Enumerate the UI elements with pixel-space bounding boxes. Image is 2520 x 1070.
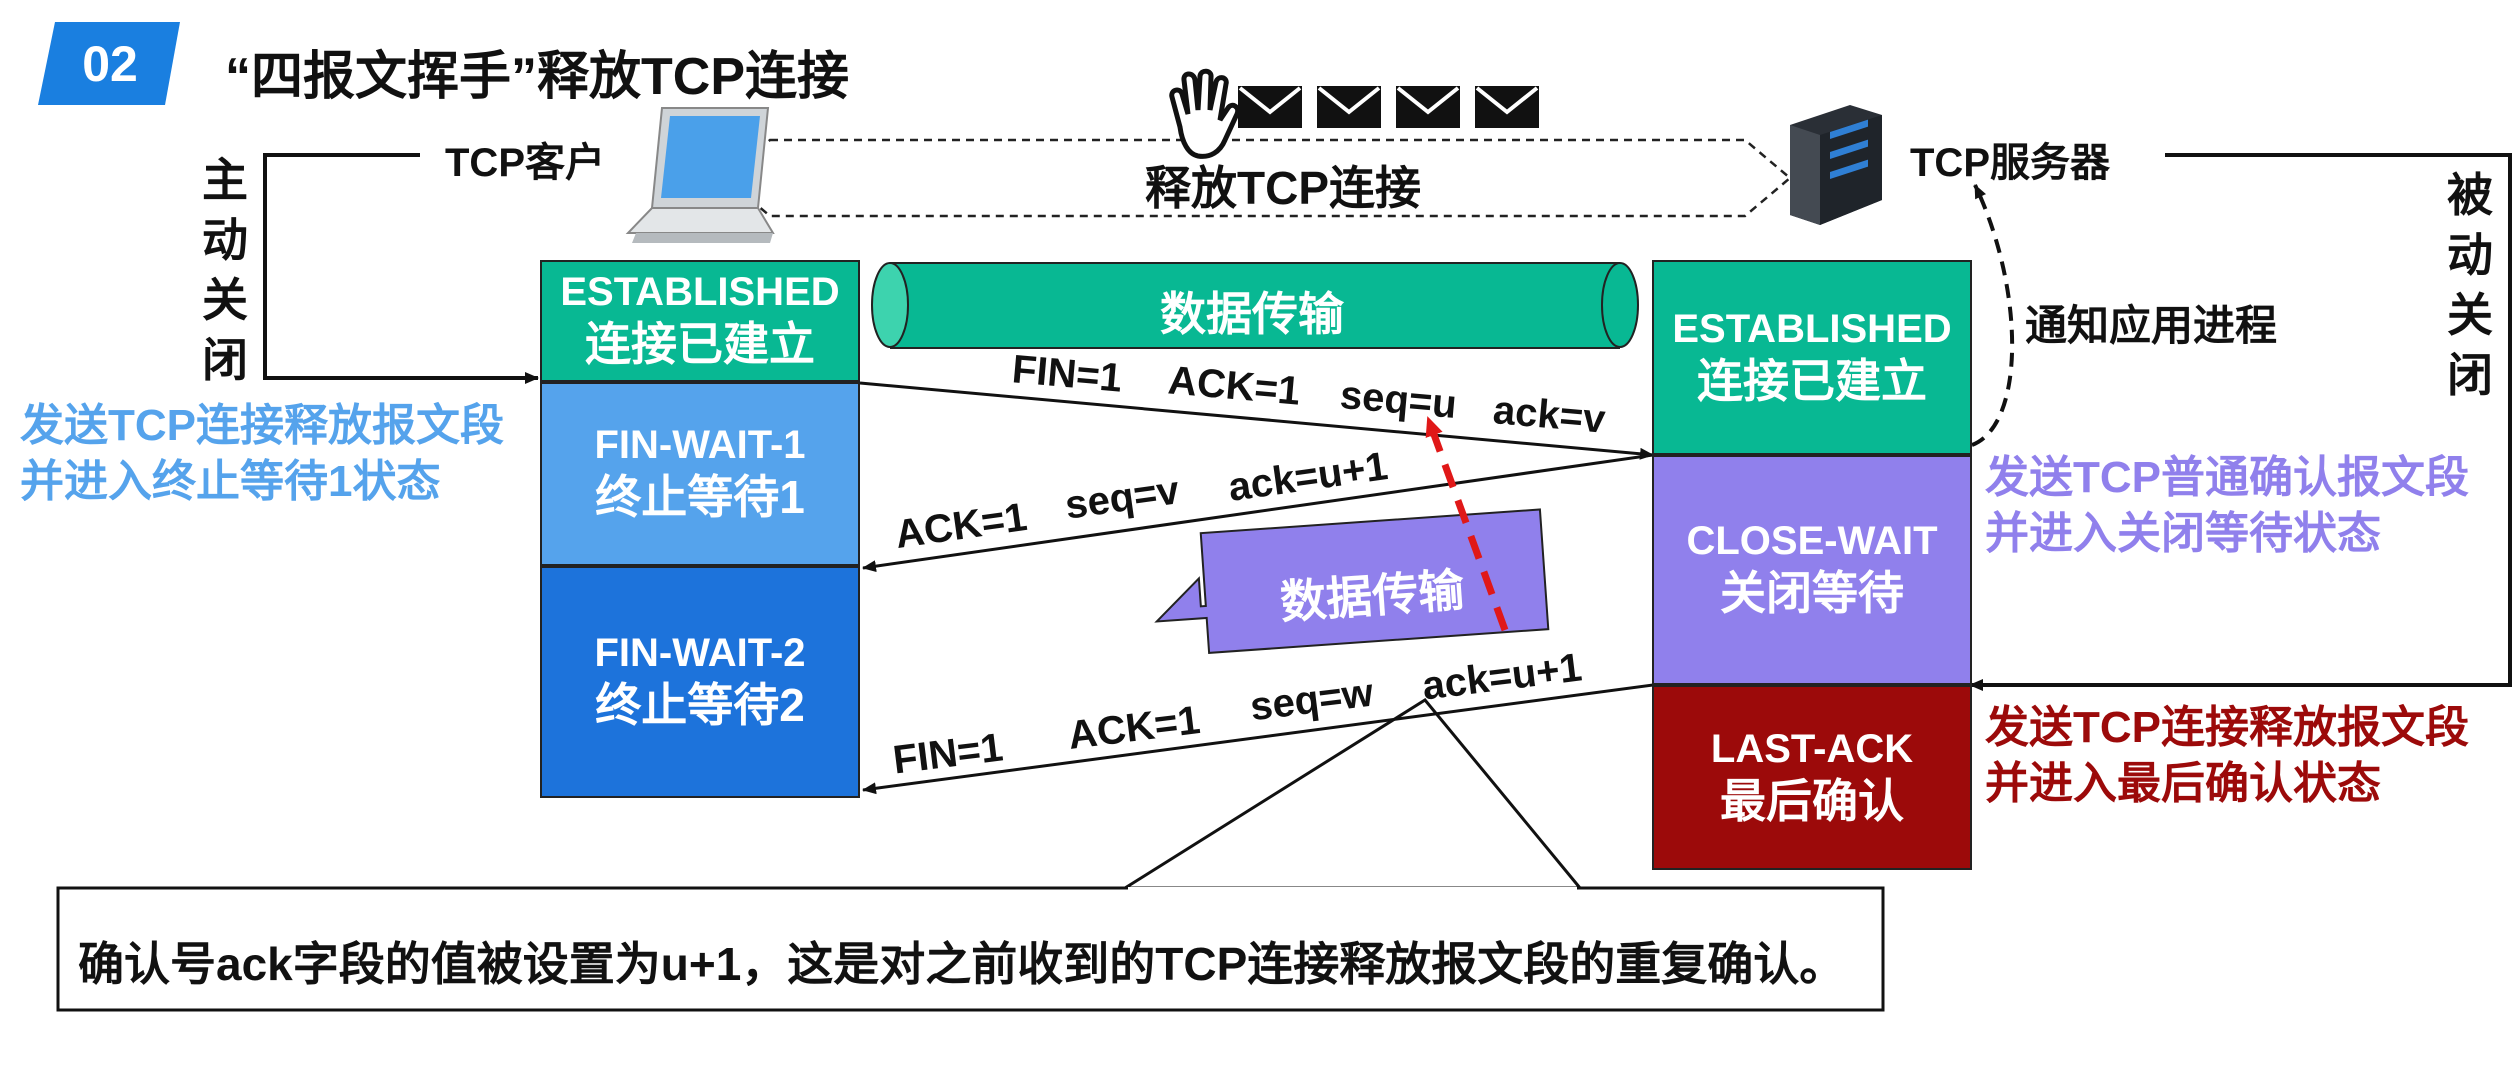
- client-state-established: ESTABLISHED 连接已建立: [540, 260, 860, 382]
- callout-text: 确认号ack字段的值被设置为u+1，这是对之前收到的TCP连接释放报文段的重复确…: [78, 938, 1846, 990]
- section-badge: [38, 22, 180, 105]
- state-name: FIN-WAIT-1: [594, 423, 806, 468]
- annotation-line: 并进入最后确认状态: [1985, 759, 2381, 808]
- active-close-bracket: [263, 153, 539, 384]
- annotation-line: 发送TCP连接释放报文段: [20, 401, 504, 450]
- callout-box: [56, 886, 1885, 1012]
- server-fin-annotation: 发送TCP连接释放报文段 并进入最后确认状态: [1985, 700, 2469, 812]
- client-send-annotation: 发送TCP连接释放报文段 并进入终止等待1状态: [20, 398, 504, 510]
- state-cn: 关闭等待: [1720, 567, 1904, 620]
- callout-pointer: [1124, 698, 1582, 890]
- client-label: TCP客户: [445, 141, 605, 185]
- state-cn: 连接已建立: [585, 318, 815, 371]
- release-dashed-arrow: [723, 138, 1792, 218]
- annotation-line: 发送TCP连接释放报文段: [1985, 703, 2469, 752]
- release-label: 释放TCP连接: [1145, 162, 1421, 214]
- msg1-fin: FIN=1: [1010, 347, 1124, 401]
- passive-close-label: 被动关闭: [2440, 165, 2500, 405]
- server-state-established: ESTABLISHED 连接已建立: [1652, 260, 1972, 455]
- section-number: 02: [82, 35, 138, 92]
- state-cn: 最后确认: [1720, 774, 1904, 827]
- msg1-acknum: ack=v: [1491, 388, 1608, 442]
- state-name: LAST-ACK: [1710, 726, 1914, 771]
- message-2-arrow: [862, 453, 1654, 573]
- server-label: TCP服务器: [1910, 141, 2110, 185]
- message-1-arrow: [859, 381, 1654, 460]
- state-cn: 连接已建立: [1697, 354, 1927, 407]
- state-name: CLOSE-WAIT: [1686, 519, 1938, 564]
- data-transfer-arrow-purple: [1154, 508, 1550, 654]
- state-name: ESTABLISHED: [560, 270, 840, 315]
- envelope-icon: [1396, 86, 1460, 128]
- annotation-line: 并进入终止等待1状态: [20, 457, 441, 506]
- section-title: “四报文挥手”释放TCP连接: [225, 48, 850, 106]
- notify-app-label: 通知应用进程: [2025, 302, 2278, 349]
- data-transfer-label: 数据传输: [1160, 288, 1344, 340]
- active-close-label: 主动关闭: [195, 150, 255, 390]
- envelope-icon: [1475, 86, 1539, 128]
- client-state-fin-wait-1: FIN-WAIT-1 终止等待1: [540, 382, 860, 566]
- envelope-icons: [1238, 86, 1539, 128]
- state-cn: 终止等待2: [595, 679, 805, 732]
- data-transfer-arrow-label: 数据传输: [1278, 563, 1466, 629]
- client-state-fin-wait-2: FIN-WAIT-2 终止等待2: [540, 566, 860, 798]
- state-cn: 终止等待1: [595, 471, 805, 524]
- server-icon: [1790, 105, 1882, 225]
- server-state-last-ack: LAST-ACK 最后确认: [1652, 685, 1972, 870]
- notify-app-arrow: [1971, 184, 2015, 447]
- annotation-line: 发送TCP普通确认报文段: [1985, 453, 2469, 502]
- data-transfer-cylinder: [871, 262, 1639, 349]
- server-state-close-wait: CLOSE-WAIT 关闭等待: [1652, 455, 1972, 685]
- passive-close-bracket: [1969, 153, 2512, 691]
- envelope-icon: [1238, 86, 1302, 128]
- laptop-icon: [625, 107, 775, 243]
- envelope-icon: [1317, 86, 1381, 128]
- state-name: FIN-WAIT-2: [594, 631, 806, 676]
- annotation-line: 并进入关闭等待状态: [1985, 509, 2381, 558]
- state-name: ESTABLISHED: [1672, 306, 1952, 351]
- message-3-arrow: [862, 683, 1654, 795]
- waving-hand-icon: [1169, 68, 1241, 159]
- server-ack-annotation: 发送TCP普通确认报文段 并进入关闭等待状态: [1985, 450, 2469, 562]
